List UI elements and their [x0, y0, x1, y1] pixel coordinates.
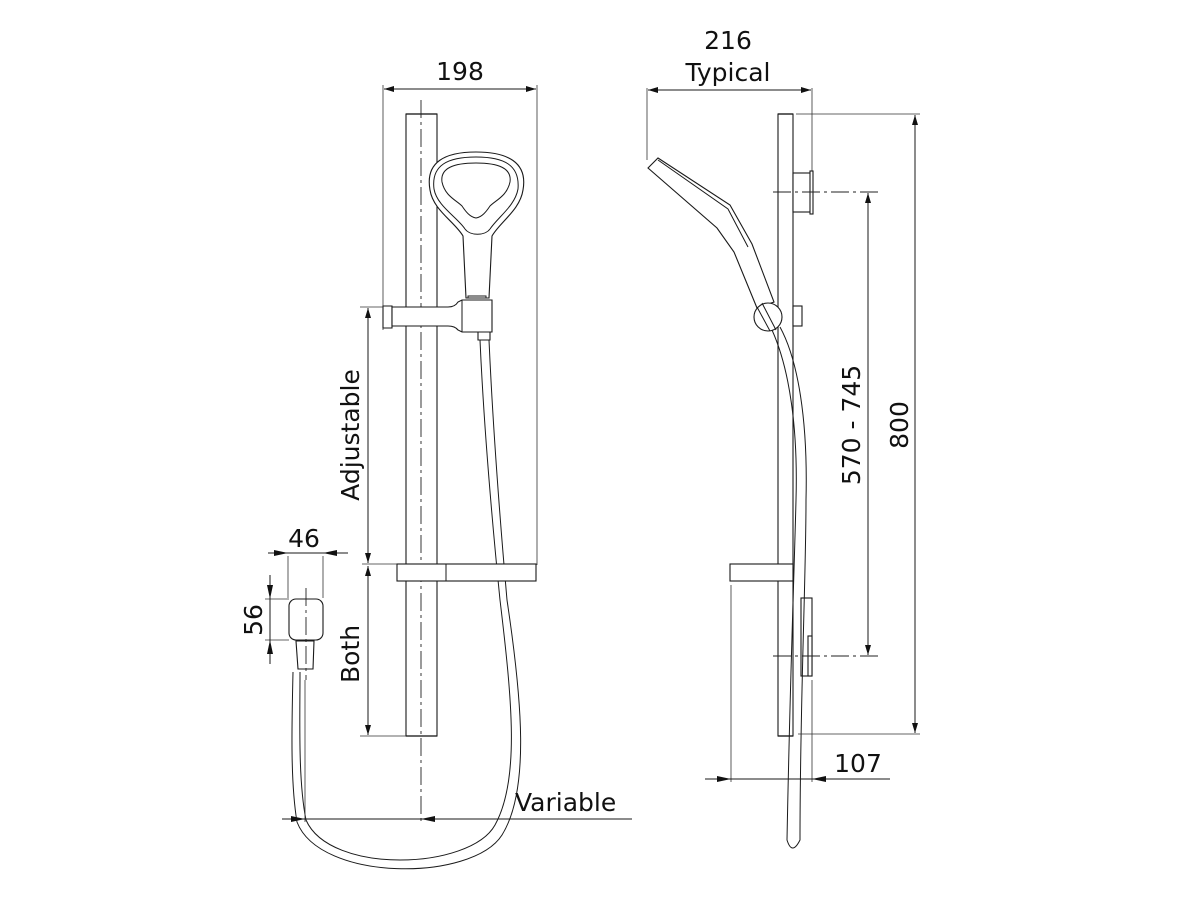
both-label: Both	[336, 625, 365, 683]
variable-dimension: Variable	[282, 680, 632, 822]
side-lower-bracket	[729, 563, 794, 582]
front-view: 198	[239, 57, 632, 870]
hand-shower-side	[647, 157, 783, 332]
outlet-height-label: 56	[239, 604, 268, 636]
overall-height-dimension: 800	[796, 113, 920, 735]
depth-label: 107	[834, 749, 882, 778]
adjustable-dimension: Adjustable	[336, 306, 383, 563]
projection-note-label: Typical	[685, 58, 771, 87]
upper-slider-bracket	[382, 299, 493, 333]
both-dimension: Both	[336, 566, 406, 737]
side-view: 216 Typical	[646, 26, 920, 849]
width-label: 198	[436, 57, 484, 86]
lower-wall-bracket	[773, 597, 880, 677]
bracket-centres-label: 570 - 745	[837, 365, 866, 485]
projection-value-label: 216	[704, 26, 752, 55]
width-dimension-198: 198	[382, 57, 538, 565]
side-slider-clip	[792, 305, 803, 327]
slide-rail	[405, 100, 438, 822]
bracket-centres-dimension: 570 - 745	[837, 193, 871, 655]
lower-slider-bracket	[362, 563, 537, 582]
outlet-width-label: 46	[288, 524, 320, 553]
overall-height-label: 800	[885, 401, 914, 449]
depth-dimension-107: 107	[705, 585, 890, 782]
side-rail	[777, 113, 794, 737]
wall-outlet: 46 56	[239, 524, 348, 680]
adjustable-label: Adjustable	[336, 369, 365, 501]
hose-side	[771, 326, 807, 849]
hand-shower-front	[428, 151, 525, 341]
hose-front	[291, 339, 522, 870]
upper-wall-bracket	[773, 170, 880, 215]
variable-label: Variable	[515, 788, 616, 817]
projection-dimension-216: 216 Typical	[646, 26, 813, 200]
